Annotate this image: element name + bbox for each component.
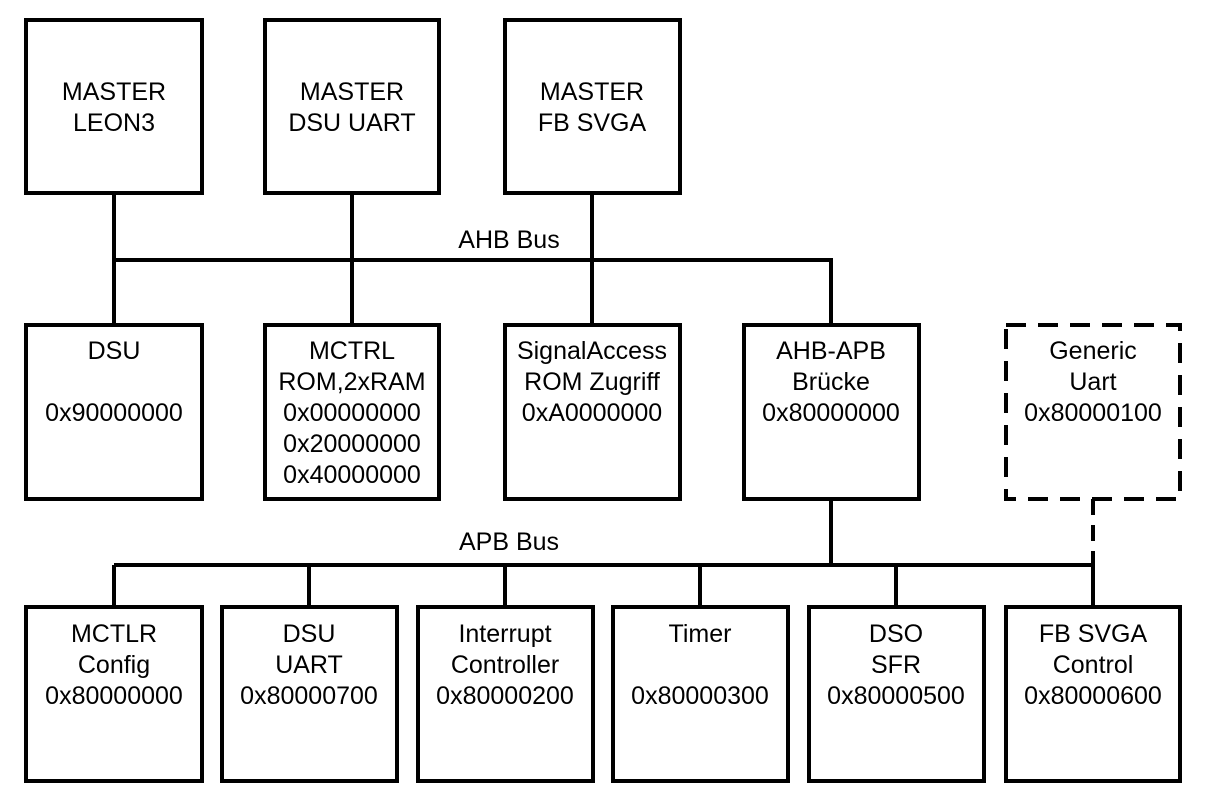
mctrl-line-3: 0x00000000 xyxy=(283,399,421,427)
ahb-apb-bridge-box: AHB-APB Brücke 0x80000000 xyxy=(742,323,921,501)
dsu-line-2: 0x90000000 xyxy=(45,399,183,427)
dsu-line-1: DSU xyxy=(88,337,141,365)
master-fb-svga-line-2: FB SVGA xyxy=(538,109,647,137)
master-dsu-uart-line-1: MASTER xyxy=(300,78,404,106)
connections xyxy=(112,193,1095,607)
master-leon3-line-1: MASTER xyxy=(62,78,166,106)
interrupt-controller-line-2: Controller xyxy=(451,651,559,679)
mctlr-config-box: MCTLR Config 0x80000000 xyxy=(24,605,204,783)
master-leon3-line-2: LEON3 xyxy=(73,109,155,137)
dso-sfr-line-2: SFR xyxy=(871,651,921,679)
dsu-uart-line-1: DSU xyxy=(283,620,336,648)
bridge-line-2: Brücke xyxy=(792,368,870,396)
mctrl-line-2: ROM,2xRAM xyxy=(278,368,425,396)
signalaccess-line-2: ROM Zugriff xyxy=(524,368,660,396)
dso-sfr-line-1: DSO xyxy=(869,620,923,648)
interrupt-controller-line-1: Interrupt xyxy=(458,620,551,648)
master-fb-svga-line-1: MASTER xyxy=(540,78,644,106)
interrupt-controller-line-3: 0x80000200 xyxy=(436,682,574,710)
generic-uart-box: Generic Uart 0x80000100 xyxy=(1004,323,1182,501)
signalaccess-line-3: 0xA0000000 xyxy=(522,399,662,427)
timer-line-1: Timer xyxy=(669,620,732,648)
generic-uart-line-1: Generic xyxy=(1049,337,1137,365)
interrupt-controller-box: Interrupt Controller 0x80000200 xyxy=(416,605,595,783)
mctlr-config-line-2: Config xyxy=(78,651,150,679)
dsu-uart-line-2: UART xyxy=(275,651,343,679)
mctlr-config-line-3: 0x80000000 xyxy=(45,682,183,710)
dsu-uart-box: DSU UART 0x80000700 xyxy=(220,605,399,783)
dsu-box: DSU 0x90000000 xyxy=(24,323,204,501)
generic-uart-line-2: Uart xyxy=(1069,368,1116,396)
dso-sfr-box: DSO SFR 0x80000500 xyxy=(807,605,986,783)
master-dsu-uart-box: MASTER DSU UART xyxy=(263,18,441,195)
fb-svga-control-line-1: FB SVGA xyxy=(1039,620,1148,648)
mctrl-line-5: 0x40000000 xyxy=(283,461,421,489)
bridge-line-3: 0x80000000 xyxy=(762,399,900,427)
generic-uart-line-3: 0x80000100 xyxy=(1024,399,1162,427)
bridge-line-1: AHB-APB xyxy=(776,337,886,365)
mctrl-box: MCTRL ROM,2xRAM 0x00000000 0x20000000 0x… xyxy=(263,323,441,501)
mctlr-config-line-1: MCTLR xyxy=(71,620,157,648)
signalaccess-line-1: SignalAccess xyxy=(517,337,667,365)
fb-svga-control-box: FB SVGA Control 0x80000600 xyxy=(1004,605,1182,783)
dsu-uart-line-3: 0x80000700 xyxy=(240,682,378,710)
master-dsu-uart-line-2: DSU UART xyxy=(288,109,415,137)
timer-line-2: 0x80000300 xyxy=(631,682,769,710)
mctrl-line-4: 0x20000000 xyxy=(283,430,421,458)
fb-svga-control-line-2: Control xyxy=(1053,651,1134,679)
mctrl-line-1: MCTRL xyxy=(309,337,395,365)
ahb-bus-label: AHB Bus xyxy=(458,226,559,254)
master-leon3-box: MASTER LEON3 xyxy=(24,18,204,195)
dso-sfr-line-3: 0x80000500 xyxy=(827,682,965,710)
timer-box: Timer 0x80000300 xyxy=(611,605,790,783)
fb-svga-control-line-3: 0x80000600 xyxy=(1024,682,1162,710)
master-fb-svga-box: MASTER FB SVGA xyxy=(503,18,682,195)
apb-bus-label: APB Bus xyxy=(459,528,559,556)
signalaccess-box: SignalAccess ROM Zugriff 0xA0000000 xyxy=(503,323,682,501)
ahb-bus-line xyxy=(114,258,833,325)
